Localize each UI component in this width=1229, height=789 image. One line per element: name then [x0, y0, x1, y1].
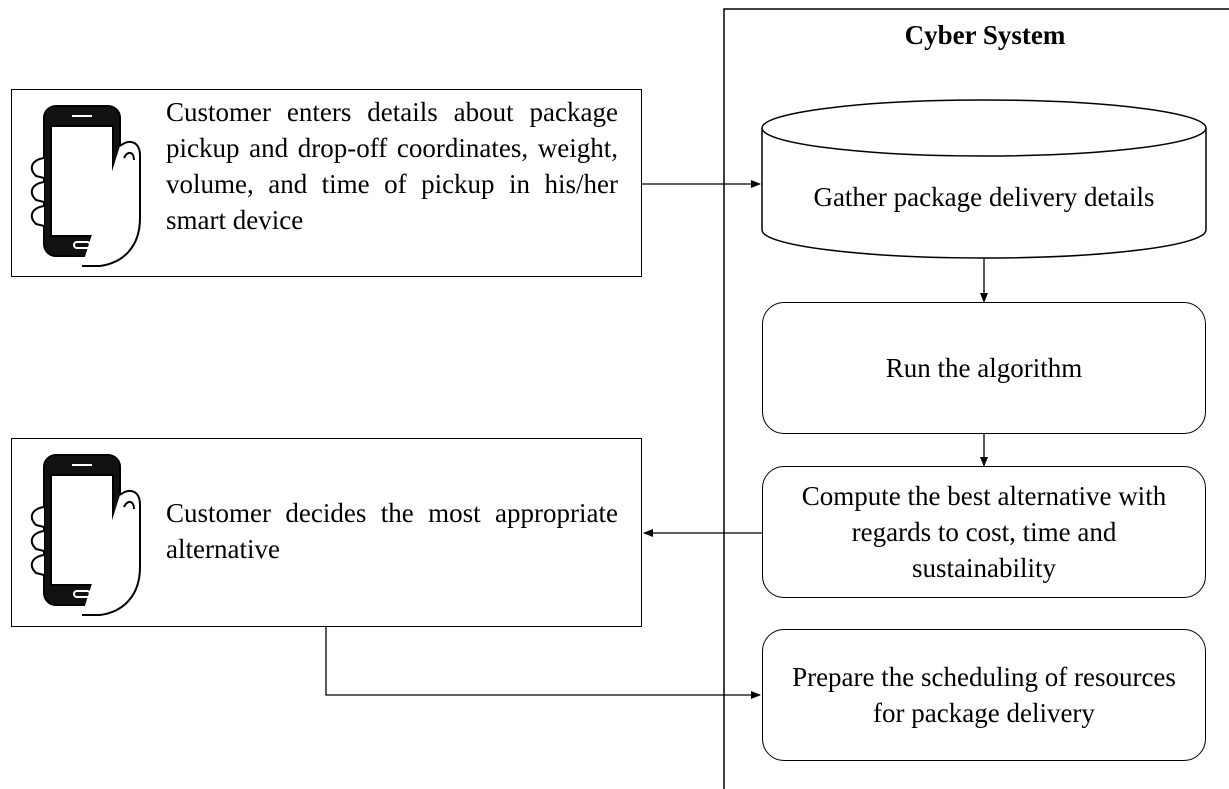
- customer-input-box: Customer enters details about package pi…: [11, 89, 642, 277]
- gather-details-label: Gather package delivery details: [813, 182, 1155, 212]
- cyber-system-boundary: [723, 8, 1229, 789]
- customer-decision-box: Customer decides the most appropriate al…: [11, 438, 642, 627]
- run-algorithm-box: Run the algorithm: [762, 302, 1206, 434]
- compute-alternative-box: Compute the best alternative with regard…: [762, 466, 1206, 598]
- arrow-decision-to-prepare: [325, 627, 761, 699]
- prepare-scheduling-label: Prepare the scheduling of resources for …: [792, 662, 1176, 728]
- run-algorithm-label: Run the algorithm: [885, 353, 1083, 383]
- customer-decision-text: Customer decides the most appropriate al…: [166, 498, 618, 564]
- customer-input-text: Customer enters details about package pi…: [166, 97, 618, 235]
- compute-alternative-label: Compute the best alternative with regard…: [801, 481, 1167, 583]
- smartphone-hand-icon: [30, 454, 141, 616]
- smartphone-hand-icon: [30, 105, 141, 267]
- cyber-system-title: Cyber System: [904, 20, 1066, 50]
- database-cylinder: [761, 99, 1207, 259]
- prepare-scheduling-box: Prepare the scheduling of resources for …: [762, 629, 1206, 761]
